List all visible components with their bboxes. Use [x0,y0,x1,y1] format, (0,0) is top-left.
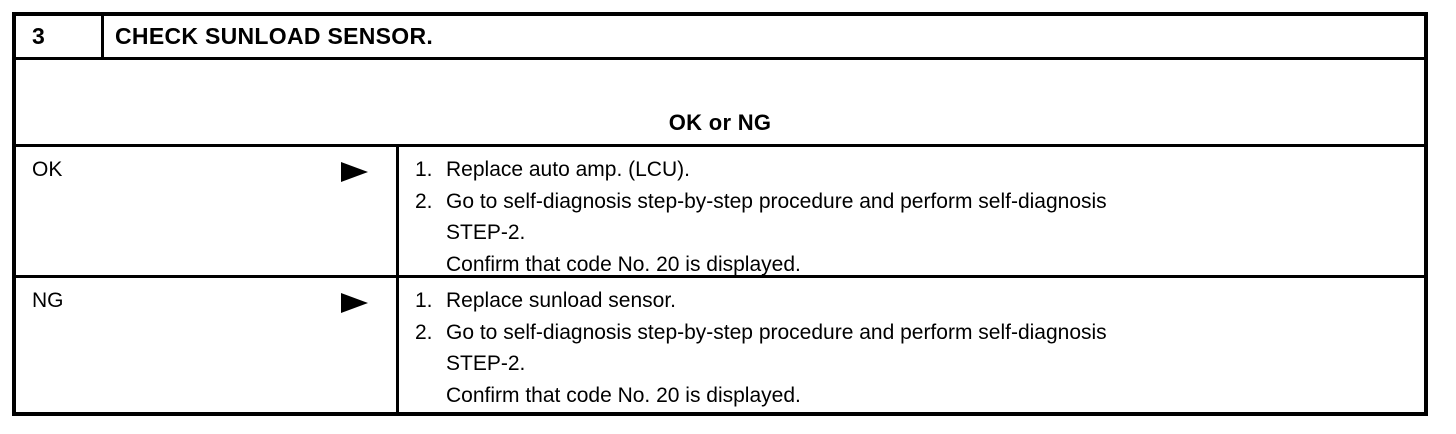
action-item: 1. Replace auto amp. (LCU). [415,154,1414,186]
action-number: 1. [415,158,433,181]
result-cell-ok: OK [16,147,399,275]
action-line: Go to self-diagnosis step-by-step proced… [446,189,1107,213]
action-line: Confirm that code No. 20 is displayed. [446,252,801,276]
step-title: CHECK SUNLOAD SENSOR. [115,23,434,49]
table-header-row: 3 CHECK SUNLOAD SENSOR. [16,16,1424,60]
result-label-ok: OK [32,158,63,181]
action-line: STEP-2. [446,352,526,375]
step-number: 3 [16,16,104,57]
action-item: 2. Go to self-diagnosis step-by-step pro… [415,317,1414,412]
action-text: Replace sunload sensor. [446,285,1414,317]
action-line: STEP-2. [446,221,526,244]
result-row-ng: NG 1. Replace sunload sensor. 2. Go to s… [16,278,1424,412]
condition-row: OK or NG [16,60,1424,147]
action-text: Go to self-diagnosis step-by-step proced… [446,186,1414,281]
result-cell-ng: NG [16,278,399,412]
action-number: 1. [415,289,433,312]
action-line: Replace sunload sensor. [446,289,676,312]
action-number: 2. [415,320,433,344]
action-line: Replace auto amp. (LCU). [446,158,690,181]
action-number: 2. [415,189,433,213]
action-text: Go to self-diagnosis step-by-step proced… [446,317,1414,412]
action-item: 2. Go to self-diagnosis step-by-step pro… [415,186,1414,281]
arrow-right-icon [341,293,368,313]
diagnostic-table: 3 CHECK SUNLOAD SENSOR. OK or NG OK 1. R… [12,12,1428,416]
action-cell-ok: 1. Replace auto amp. (LCU). 2. Go to sel… [399,147,1424,276]
condition-label: OK or NG [668,110,772,135]
result-row-ok: OK 1. Replace auto amp. (LCU). 2. Go to … [16,147,1424,278]
action-item: 1. Replace sunload sensor. [415,285,1414,317]
result-label-ng: NG [32,289,64,312]
action-cell-ng: 1. Replace sunload sensor. 2. Go to self… [399,278,1424,412]
arrow-right-icon [341,162,368,182]
action-line: Confirm that code No. 20 is displayed. [446,383,801,407]
action-text: Replace auto amp. (LCU). [446,154,1414,186]
action-line: Go to self-diagnosis step-by-step proced… [446,320,1107,344]
